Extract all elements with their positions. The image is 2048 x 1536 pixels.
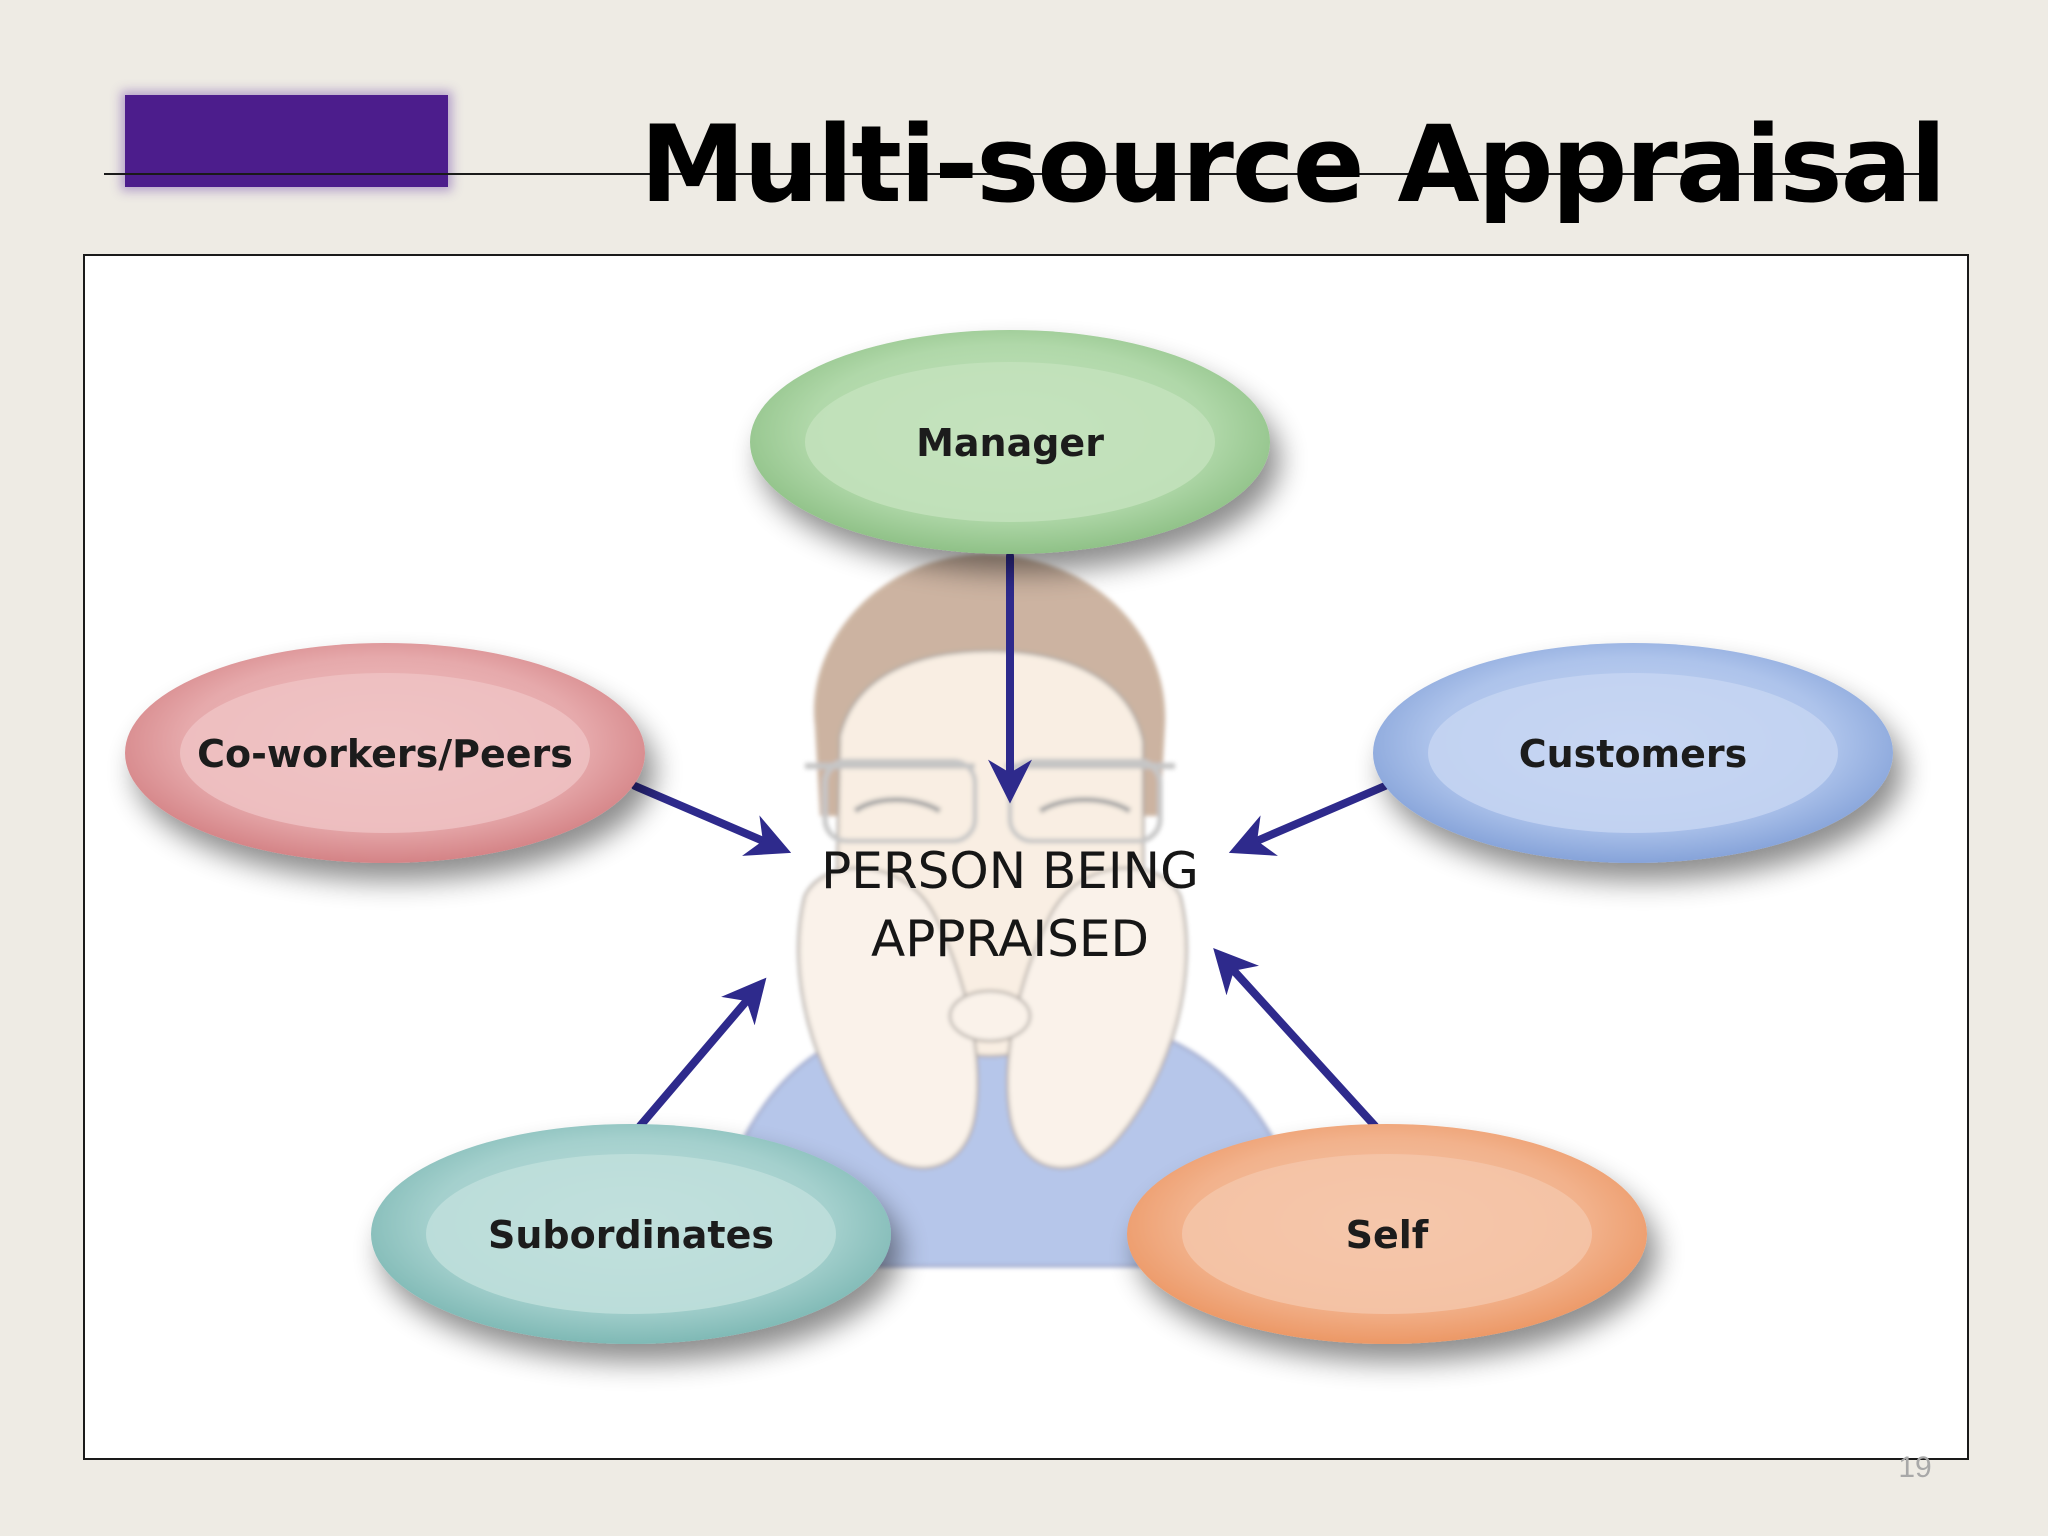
slide-number: 19 — [1898, 1451, 1932, 1484]
diagram-frame: Manager Co-workers/Peers Customers Subor… — [83, 254, 1969, 1460]
arrows — [631, 552, 1389, 1130]
title-rule — [104, 173, 1924, 175]
arrow-peers — [631, 782, 792, 856]
node-self: Self — [1127, 1124, 1647, 1344]
subordinates-label: Subordinates — [488, 1213, 774, 1257]
manager-label: Manager — [916, 421, 1104, 465]
arrow-subordinates — [636, 977, 767, 1130]
node-manager: Manager — [750, 330, 1270, 554]
node-subordinates: Subordinates — [371, 1124, 891, 1344]
self-label: Self — [1346, 1213, 1429, 1257]
title-accent-bar — [125, 95, 448, 187]
node-coworkers-peers: Co-workers/Peers — [125, 643, 645, 863]
arrow-customers — [1228, 782, 1389, 856]
coworkers-peers-label: Co-workers/Peers — [197, 732, 573, 776]
arrow-self — [1213, 947, 1379, 1130]
center-label-line2: APPRAISED — [871, 910, 1149, 968]
customers-label: Customers — [1519, 732, 1748, 776]
slide-title: Multi-source Appraisal — [640, 103, 1946, 226]
node-customers: Customers — [1373, 643, 1893, 863]
multi-source-appraisal-diagram: Manager Co-workers/Peers Customers Subor… — [125, 330, 1893, 1344]
center-node: PERSON BEING APPRAISED — [821, 842, 1199, 968]
center-label-line1: PERSON BEING — [821, 842, 1199, 900]
